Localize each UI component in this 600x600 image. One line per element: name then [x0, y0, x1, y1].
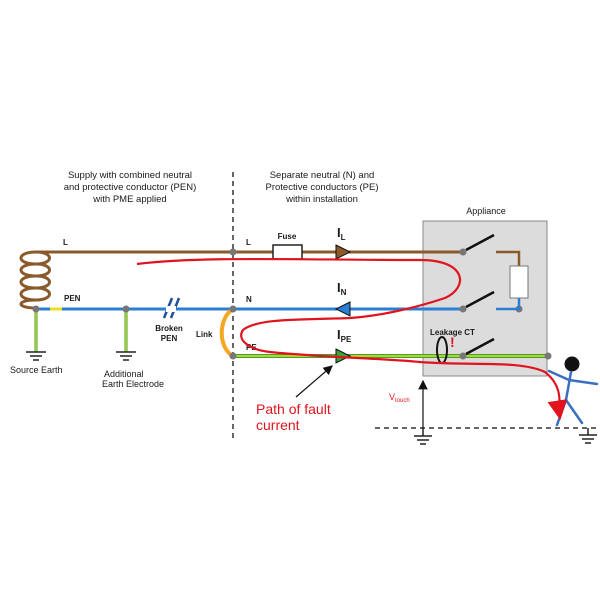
- il-direction-arrow: [335, 244, 352, 260]
- broken-pen-gap: [166, 306, 176, 312]
- appliance-label: Appliance: [466, 206, 506, 216]
- heater-element: [509, 265, 529, 299]
- fault-path-pointer: [295, 365, 333, 398]
- additional-earth-label-line-2: Earth Electrode: [102, 379, 164, 389]
- ipe-current-label: IPE: [337, 327, 352, 344]
- person-ground-earth-symbol: [579, 428, 597, 444]
- leakage-alert-icon: !: [450, 334, 455, 350]
- additional-earth-label-line-1: Additional: [104, 369, 144, 379]
- junction-dots: [32, 248, 552, 360]
- appliance-neutral-wire: [496, 298, 521, 311]
- live-label-supply: L: [63, 238, 68, 247]
- link-conductor: [219, 307, 235, 358]
- fuse-label: Fuse: [278, 232, 297, 241]
- installation-heading-line-1: Separate neutral (N) and: [270, 170, 375, 181]
- installation-heading-line-2: Protective conductors (PE): [266, 182, 379, 193]
- appliance-ground-earth-symbol: [414, 428, 432, 445]
- il-current-label: IL: [337, 225, 346, 242]
- supply-heading-line-3: with PME applied: [92, 194, 166, 205]
- leakage-ct-label: Leakage CT: [430, 328, 475, 337]
- transformer-coil: [19, 250, 51, 310]
- appliance-live-wire: [496, 250, 521, 266]
- broken-pen-label-line-2: PEN: [161, 334, 178, 343]
- neutral-label: N: [246, 295, 252, 304]
- appliance-switches: [465, 233, 495, 356]
- link-label: Link: [196, 330, 213, 339]
- supply-heading-line-2: and protective conductor (PEN): [64, 182, 197, 193]
- supply-heading-line-1: Supply with combined neutral: [68, 170, 192, 181]
- source-earth-symbol: [26, 351, 46, 361]
- fault-current-path: [136, 257, 568, 421]
- person-figure: [547, 356, 599, 427]
- additional-earth-symbol: [116, 351, 136, 361]
- pen-label: PEN: [64, 294, 81, 303]
- vtouch-label: Vtouch: [389, 392, 410, 404]
- source-earth-label: Source Earth: [10, 365, 63, 375]
- fuse-symbol: [272, 244, 303, 260]
- installation-heading-line-3: within installation: [285, 194, 358, 205]
- in-direction-arrow: [334, 301, 351, 317]
- in-current-label: IN: [337, 280, 347, 297]
- live-label-installation: L: [246, 238, 251, 247]
- fault-path-label-line-2: current: [256, 417, 300, 433]
- fault-path-label-line-1: Path of fault: [256, 401, 331, 417]
- broken-pen-label-line-1: Broken: [155, 324, 183, 333]
